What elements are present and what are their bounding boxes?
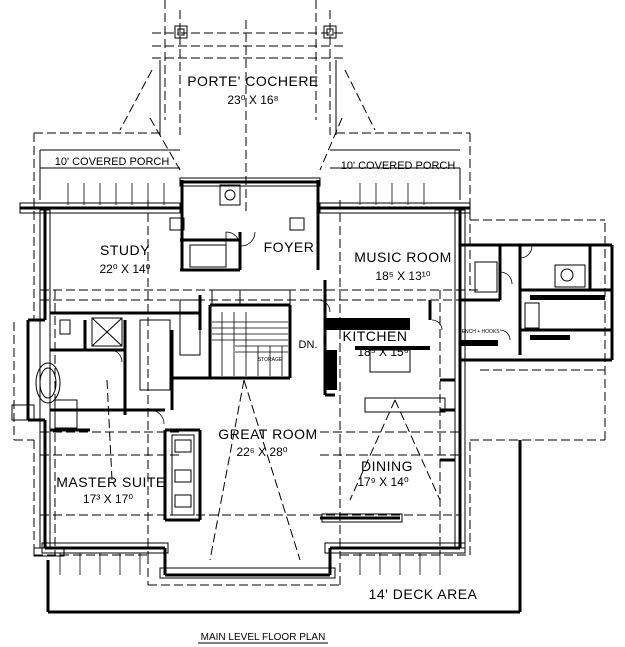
dim-study: 22⁰ X 14⁰	[100, 262, 151, 276]
exterior-walls	[19, 177, 614, 579]
dim-porte-cochere: 23⁰ X 16⁸	[227, 93, 278, 107]
label-foyer: FOYER	[264, 239, 315, 255]
label-porte-cochere: PORTE' COCHERE	[187, 73, 319, 89]
label-study: STUDY	[100, 242, 150, 258]
label-porch-left: 10' COVERED PORCH	[55, 156, 170, 168]
deck	[46, 440, 522, 614]
dim-master-suite: 17³ X 17⁰	[83, 492, 133, 506]
porte-cochere-structure	[119, 0, 376, 215]
plan-title: MAIN LEVEL FLOOR PLAN	[201, 632, 326, 643]
label-dn: DN.	[299, 339, 318, 351]
label-music-room: MUSIC ROOM	[354, 249, 452, 265]
label-porch-right: 10' COVERED PORCH	[341, 160, 456, 172]
label-great-room: GREAT ROOM	[218, 426, 317, 442]
label-deck-area: 14' DECK AREA	[369, 586, 478, 602]
interior-walls	[50, 232, 612, 522]
dim-kitchen: 18⁵ X 15⁶	[357, 345, 408, 359]
covered-porch	[39, 149, 461, 205]
label-kitchen: KITCHEN	[343, 328, 408, 344]
dim-great-room: 22⁶ X 28⁰	[236, 445, 287, 459]
label-dining: DINING	[361, 458, 413, 474]
dim-music-room: 18⁵ X 13¹⁰	[375, 269, 430, 283]
stairs	[212, 312, 288, 376]
label-bench-hooks: BENCH + HOOKS	[458, 329, 500, 335]
dim-dining: 17⁹ X 14⁰	[357, 475, 409, 489]
room-labels: PORTE' COCHERE 23⁰ X 16⁸ 10' COVERED POR…	[55, 73, 501, 602]
fixtures	[11, 184, 605, 557]
label-master-suite: MASTER SUITE	[56, 474, 165, 490]
doors	[109, 231, 533, 425]
label-storage: STORAGE	[258, 357, 283, 363]
